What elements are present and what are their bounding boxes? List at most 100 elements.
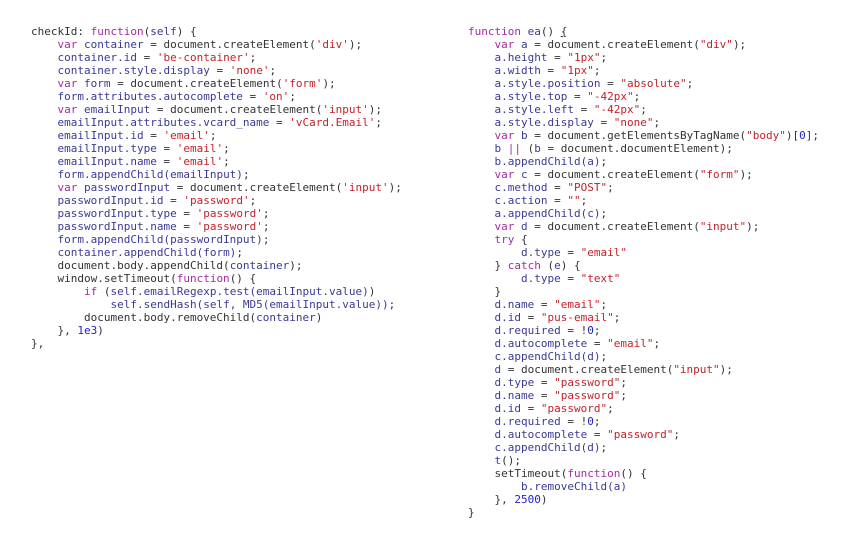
- code-token-str: 'on': [262, 90, 290, 103]
- code-token-plain: ;: [600, 51, 608, 64]
- code-token-match: {: [560, 25, 568, 38]
- code-token-id: a.width: [494, 64, 541, 77]
- code-token-str: "password": [607, 428, 674, 441]
- code-token-id: e: [554, 259, 561, 272]
- code-line: } catch (e) {: [468, 259, 819, 272]
- code-token-plain: ;: [262, 207, 270, 220]
- code-token-id: d.required: [494, 324, 561, 337]
- code-token-plain: [521, 25, 528, 38]
- code-token-plain: ;: [673, 428, 680, 441]
- code-token-str: 'div': [315, 38, 349, 51]
- code-token-plain: ;: [640, 103, 647, 116]
- code-token-plain: =: [163, 194, 184, 207]
- code-token-id: b: [521, 129, 528, 142]
- code-token-str: "input": [699, 220, 747, 233]
- code-token-id: emailInput.id: [57, 129, 144, 142]
- code-token-plain: [468, 415, 495, 428]
- code-token-plain: [468, 207, 495, 220]
- code-token-plain: );: [322, 77, 336, 90]
- code-token-id: d: [494, 363, 502, 376]
- code-line: t();: [468, 454, 819, 467]
- code-token-plain: [31, 103, 58, 116]
- code-token-id: a.appendChild(c): [494, 207, 601, 220]
- code-token-plain: ;: [593, 324, 601, 337]
- code-token-plain: (: [143, 25, 151, 38]
- code-token-plain: =: [600, 77, 621, 90]
- code-token-plain: );: [746, 220, 760, 233]
- code-token-id: c.appendChild(d): [494, 441, 601, 454]
- code-token-plain: [468, 77, 495, 90]
- code-token-kw: var: [494, 38, 515, 51]
- code-token-plain: =: [269, 116, 290, 129]
- code-token-str: "absolute": [620, 77, 687, 90]
- code-token-id: b: [494, 142, 502, 155]
- code-token-plain: [514, 129, 521, 142]
- code-token-plain: ;: [633, 90, 641, 103]
- code-token-id: container.appendChild(form): [57, 246, 237, 259]
- code-line: c.method = "POST";: [468, 181, 819, 194]
- code-line: d.type = "email": [468, 246, 819, 259]
- code-token-plain: =: [547, 181, 568, 194]
- code-line: if (self.emailRegexp.test(emailInput.val…: [31, 285, 402, 298]
- code-line: document.body.appendChild(container);: [31, 259, 402, 272]
- code-token-kw: catch: [507, 259, 541, 272]
- code-token-plain: = document.createElement(: [110, 77, 283, 90]
- code-token-kw: function: [567, 467, 621, 480]
- code-token-plain: ;: [653, 116, 661, 129]
- code-token-id: d.autocomplete: [494, 337, 588, 350]
- code-token-plain: ;: [620, 389, 627, 402]
- code-token-plain: = !: [560, 324, 588, 337]
- code-line: container.style.display = 'none';: [31, 64, 402, 77]
- code-token-id: passwordInput: [84, 181, 171, 194]
- code-line: }: [468, 285, 819, 298]
- code-token-id: b.removeChild(a): [520, 480, 627, 493]
- code-token-plain: [31, 64, 58, 77]
- code-token-id: d.name: [494, 389, 535, 402]
- code-token-plain: =: [560, 246, 581, 259]
- code-token-plain: ;: [600, 155, 608, 168]
- code-token-plain: ;: [607, 402, 614, 415]
- code-token-plain: [468, 220, 495, 233]
- code-token-plain: ;: [375, 116, 383, 129]
- code-token-id: d.required: [494, 415, 561, 428]
- code-token-plain: }: [468, 506, 475, 519]
- code-token-str: 'vCard.Email': [289, 116, 376, 129]
- code-line: }: [468, 506, 819, 519]
- code-token-str: 'form': [282, 77, 323, 90]
- code-line: d.name = "email";: [468, 298, 819, 311]
- code-token-plain: [31, 77, 58, 90]
- code-token-str: 'none': [229, 64, 270, 77]
- code-token-str: 'email': [176, 155, 224, 168]
- code-line: d.autocomplete = "password";: [468, 428, 819, 441]
- code-token-plain: [468, 389, 495, 402]
- code-token-plain: document.body.appendChild(: [31, 259, 230, 272]
- code-token-plain: [468, 233, 495, 246]
- code-line: var c = document.createElement("form");: [468, 168, 819, 181]
- code-token-plain: [31, 181, 58, 194]
- code-line: d.autocomplete = "email";: [468, 337, 819, 350]
- code-line: try {: [468, 233, 819, 246]
- code-snippet-ea-function: function ea() { var a = document.createE…: [468, 25, 819, 519]
- code-token-kw: if: [83, 285, 98, 298]
- code-token-plain: =: [534, 376, 555, 389]
- code-line: c.appendChild(d);: [468, 350, 819, 363]
- code-token-plain: [31, 116, 58, 129]
- code-token-id: passwordInput.id: [57, 194, 164, 207]
- code-line: var d = document.createElement("input");: [468, 220, 819, 233]
- code-token-plain: [468, 311, 495, 324]
- code-token-plain: checkId:: [31, 25, 91, 38]
- code-line: var container = document.createElement('…: [31, 38, 402, 51]
- code-token-plain: =: [242, 90, 263, 103]
- code-token-plain: ();: [501, 454, 521, 467]
- code-token-plain: [468, 298, 495, 311]
- code-token-plain: ): [97, 324, 104, 337]
- code-token-plain: );: [732, 38, 747, 51]
- code-token-plain: =: [547, 51, 568, 64]
- code-token-plain: =: [143, 129, 164, 142]
- code-token-plain: ;: [249, 51, 257, 64]
- code-line: form.appendChild(passwordInput);: [31, 233, 402, 246]
- code-token-plain: [468, 103, 495, 116]
- code-line: var emailInput = document.createElement(…: [31, 103, 402, 116]
- code-token-plain: [77, 77, 84, 90]
- code-token-id: d.id: [494, 402, 522, 415]
